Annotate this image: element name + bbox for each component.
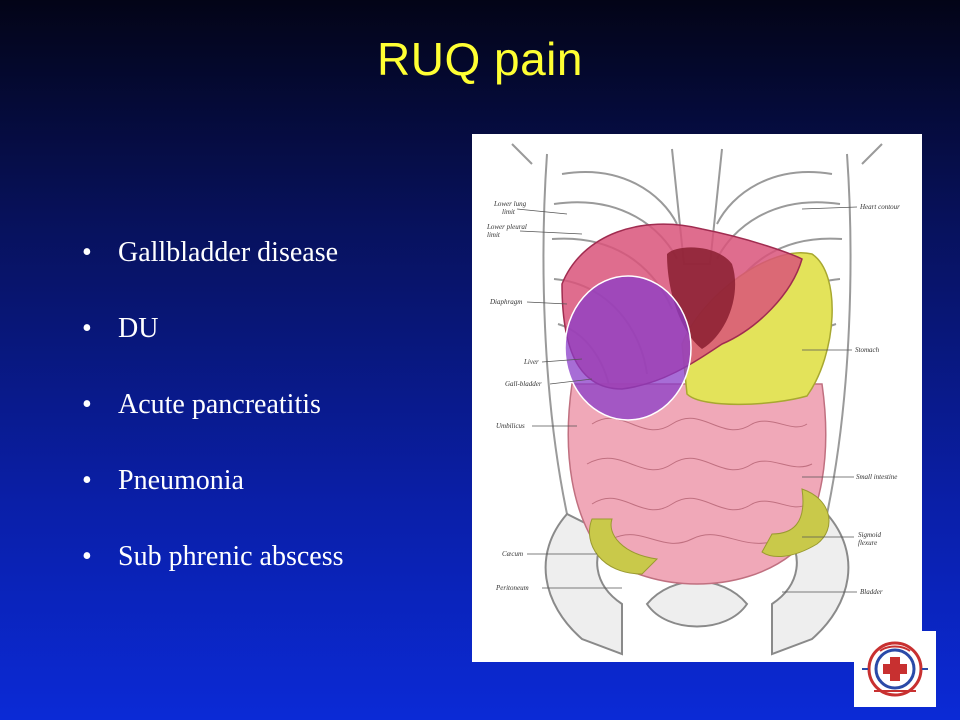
bullet-text: DU [118, 313, 159, 344]
bullet-item: • DU [82, 300, 344, 376]
bullet-item: • Gallbladder disease [82, 224, 344, 300]
bullet-item: • Acute pancreatitis [82, 376, 344, 452]
bullet-dot-icon: • [82, 389, 92, 420]
bullet-text: Pneumonia [118, 465, 244, 496]
bullet-dot-icon: • [82, 465, 92, 496]
bullet-list: • Gallbladder disease • DU • Acute pancreat… [82, 224, 344, 604]
label-leader-lines [516, 206, 858, 593]
bullet-dot-icon: • [82, 313, 92, 344]
bullet-dot-icon: • [82, 541, 92, 572]
label-umbilicus: Umbilicus [496, 422, 525, 430]
bullet-text: Gallbladder disease [118, 237, 339, 268]
bullet-text: Sub phrenic abscess [118, 541, 344, 572]
intestine-loops [586, 417, 813, 544]
institution-logo [854, 631, 936, 707]
label-stomach: Stomach [855, 346, 880, 354]
label-peritoneum: Peritoneum [495, 584, 529, 592]
slide-title: RUQ pain [377, 33, 583, 85]
label-lower-pleural-limit-2: limit [487, 231, 501, 239]
abdomen-illustration: Lower lung limit Lower pleural limit Dia… [486, 143, 900, 656]
label-lower-lung-limit-2: limit [502, 208, 516, 216]
label-bladder: Bladder [860, 588, 883, 596]
bullet-text: Acute pancreatitis [118, 389, 321, 420]
label-caecum: Cæcum [502, 550, 523, 558]
sigmoid-region [761, 488, 830, 557]
ruq-highlight-circle [564, 275, 692, 421]
label-sigmoid-flexure-2: flexure [858, 539, 877, 547]
label-sigmoid-flexure: Sigmoid [858, 531, 881, 539]
bullet-dot-icon: • [82, 237, 92, 268]
label-gall-bladder: Gall-bladder [505, 380, 542, 388]
bullet-item: • Sub phrenic abscess [82, 528, 344, 604]
label-heart-contour: Heart contour [859, 203, 900, 211]
label-lower-pleural-limit: Lower pleural [486, 223, 527, 231]
small-intestine-region [567, 383, 827, 585]
label-small-intestine: Small intestine [856, 473, 897, 481]
label-lower-lung-limit: Lower lung [493, 200, 527, 208]
label-liver: Liver [523, 358, 539, 366]
anatomy-figure: Lower lung limit Lower pleural limit Dia… [472, 134, 922, 662]
pelvis-illustration [544, 512, 850, 656]
bullet-item: • Pneumonia [82, 452, 344, 528]
label-diaphragm: Diaphragm [489, 298, 522, 306]
emblem-icon [862, 641, 928, 697]
caecum-region [588, 518, 659, 575]
